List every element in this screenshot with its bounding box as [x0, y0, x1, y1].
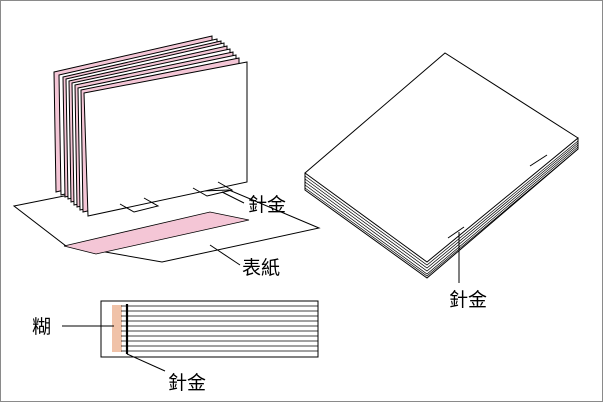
glue-strip	[112, 305, 122, 352]
label-cover: 表紙	[242, 257, 280, 279]
book-staple-lower	[447, 226, 465, 239]
sheet-front	[83, 61, 248, 217]
label-glue: 糊	[32, 316, 51, 338]
staples	[119, 181, 234, 213]
page-edge-lines	[304, 140, 579, 277]
cross-section: 糊 針金	[32, 300, 319, 394]
staple-right	[192, 181, 234, 197]
label-staple-top: 針金	[248, 194, 286, 216]
cover-spine-strip	[63, 211, 250, 255]
leader-staple	[221, 191, 245, 204]
leader-cross-staple	[126, 353, 166, 372]
label-staple-cross: 針金	[168, 372, 206, 394]
cross-section-cover	[100, 300, 319, 358]
side-stitch-book: 針金	[304, 52, 579, 311]
signature-stack	[53, 35, 248, 217]
saddle-stitch-illustration: 針金 表紙	[12, 35, 321, 279]
book-top-cover	[304, 52, 579, 263]
page-lines	[121, 305, 318, 352]
staple-left	[119, 197, 160, 213]
label-staple-book: 針金	[449, 289, 487, 311]
leader-cover	[209, 244, 241, 266]
book-staple-upper	[529, 154, 548, 167]
